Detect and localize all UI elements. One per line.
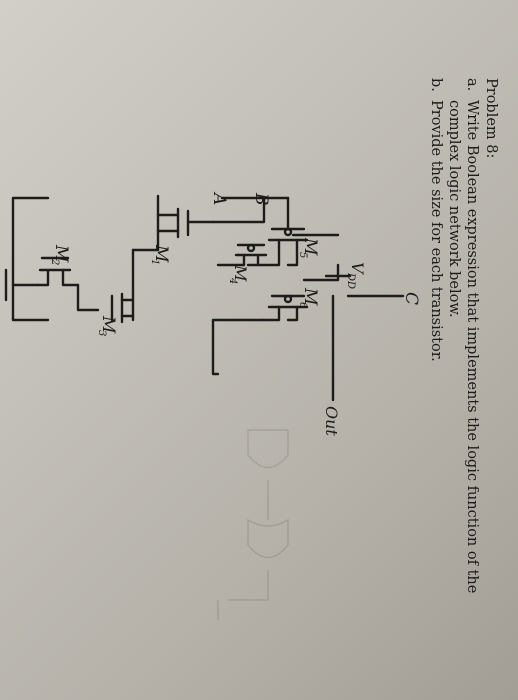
label-vdd: V DD [345,262,367,289]
svg-text:V: V [348,262,367,275]
m6-drain [286,305,299,322]
nmos-bottom [11,196,50,322]
label-m3: M 3 [96,315,118,336]
bleed-through-gate-sketch [217,429,289,620]
m6-source [261,305,281,322]
svg-text:M: M [300,237,320,256]
vdd-stub [302,263,340,282]
output-node [211,318,265,376]
svg-text:1: 1 [149,259,160,265]
svg-text:M: M [151,244,171,263]
nmos-link-4 [76,283,100,312]
wire-input-b [211,196,266,224]
svg-text:6: 6 [297,302,308,309]
label-output: Out [322,406,341,436]
m2-drain [61,268,80,287]
svg-text:M: M [51,244,71,263]
m5-source [246,238,281,267]
label-m5: M 5 [297,237,320,258]
m2-source [36,268,50,287]
svg-text:DD: DD [345,272,356,289]
label-m4: M 4 [227,264,250,284]
m6-bubble [283,294,293,304]
label-input-a: A [209,191,229,205]
svg-text:5: 5 [297,252,308,258]
svg-text:M: M [300,287,320,306]
label-m1: M 1 [149,244,171,265]
label-input-b: B [251,192,271,206]
m5-drain [286,238,299,267]
svg-text:4: 4 [227,277,238,284]
m4-bubble [246,243,256,253]
label-m2: M 2 [49,244,71,265]
svg-text:2: 2 [49,258,60,265]
svg-text:M: M [231,264,250,282]
m5-bubble [283,227,293,237]
svg-text:3: 3 [96,330,107,336]
label-m6: M 6 [297,287,320,309]
m4-source [216,253,246,267]
svg-text:M: M [98,315,118,334]
label-input-c: C [401,292,421,305]
